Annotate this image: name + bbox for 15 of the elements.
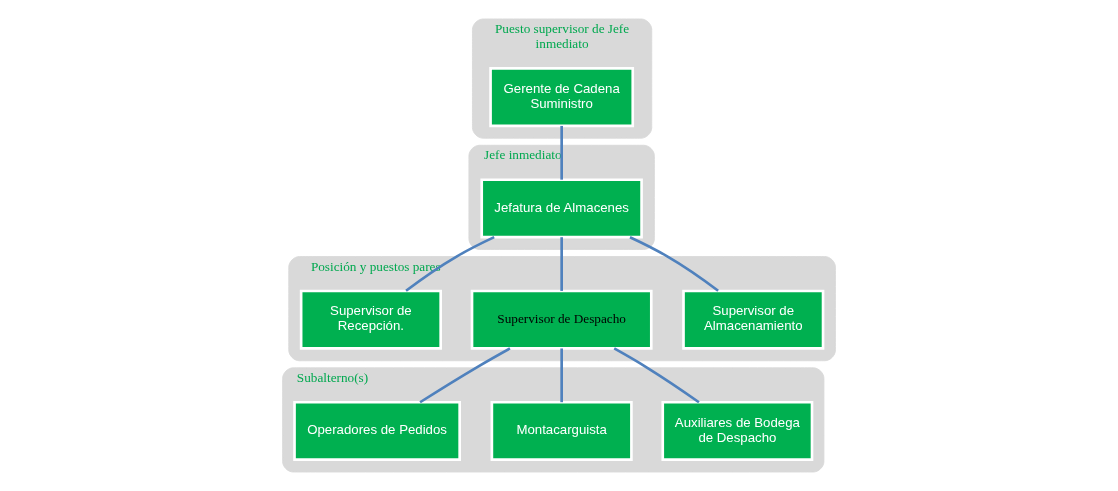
node-box: Jefatura de Almacenes bbox=[480, 178, 643, 239]
node-box: Operadores de Pedidos bbox=[293, 400, 461, 461]
connector bbox=[560, 125, 563, 180]
node-box: Supervisor de Almacenamiento bbox=[682, 289, 825, 350]
connector bbox=[405, 235, 495, 292]
node-box: Supervisor de Recepción. bbox=[299, 289, 442, 350]
connector bbox=[560, 237, 563, 291]
connector bbox=[613, 347, 700, 404]
connector bbox=[629, 236, 719, 292]
node-box: Gerente de Cadena Suministro bbox=[489, 67, 635, 128]
node-box: Supervisor de Despacho bbox=[470, 289, 653, 350]
node-box: Auxiliares de Bodega de Despacho bbox=[661, 400, 814, 461]
connector bbox=[560, 348, 563, 403]
connector bbox=[419, 347, 511, 404]
node-box: Montacarguista bbox=[490, 400, 633, 461]
